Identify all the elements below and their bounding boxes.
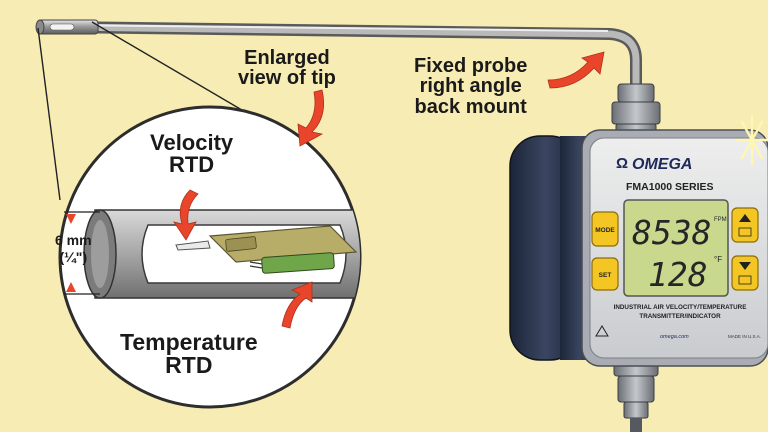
- velocity-unit: FPM: [714, 217, 727, 223]
- device-description-line2: TRANSMITTER/INDICATOR: [639, 313, 721, 320]
- mode-button[interactable]: MODE: [592, 212, 618, 246]
- svg-text:Ω: Ω: [616, 155, 628, 172]
- probe-tip: [36, 20, 98, 34]
- set-button[interactable]: SET: [592, 258, 618, 290]
- temperature-reading: 128: [648, 255, 708, 294]
- device-origin: MADE IN U.S.A.: [728, 334, 761, 339]
- device-description-line1: INDUSTRIAL AIR VELOCITY/TEMPERATURE: [614, 304, 747, 311]
- velocity-reading: 8538: [632, 213, 711, 252]
- bottom-cable-gland: [614, 356, 658, 432]
- velocity-rtd-label: Velocity RTD: [150, 132, 233, 177]
- temperature-rtd-label: Temperature RTD: [120, 331, 258, 378]
- down-button[interactable]: [732, 256, 758, 290]
- omega-logo: Ω OMEGA: [616, 155, 692, 173]
- mode-button-label: MODE: [595, 227, 615, 234]
- brand-name: OMEGA: [632, 156, 692, 173]
- series-label: FMA1000 SERIES: [626, 181, 714, 193]
- probe-rod: [60, 25, 636, 88]
- up-button[interactable]: [732, 208, 758, 242]
- device-website: omega.com: [660, 334, 689, 340]
- probe-mount-label: Fixed probe right angle back mount: [414, 56, 527, 117]
- lcd-display: 8538 FPM 128 °F: [624, 200, 728, 296]
- temperature-unit: °F: [714, 255, 722, 264]
- set-button-label: SET: [599, 272, 612, 279]
- tip-diameter-label: 6 mm (¼"): [55, 232, 92, 266]
- enlarged-view-label: Enlarged view of tip: [238, 48, 336, 89]
